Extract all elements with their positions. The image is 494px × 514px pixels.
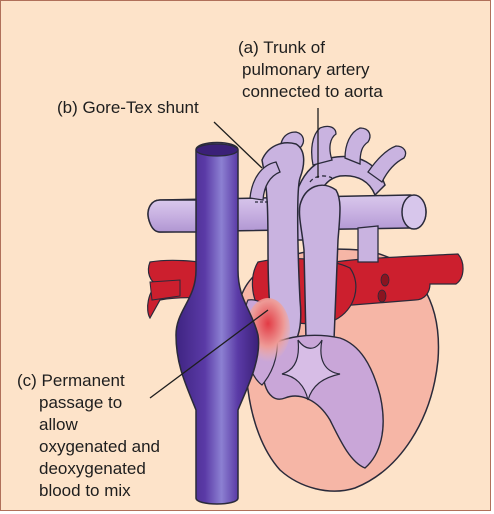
vena-cava (176, 143, 259, 505)
label-shunt-line-1: (b) Gore-Tex shunt (57, 97, 199, 119)
label-passage: (c) Permanent passage to allow oxygenate… (17, 370, 160, 502)
pulmonary-vein-left-branch (150, 280, 180, 300)
label-trunk-line-2: pulmonary artery (242, 59, 383, 81)
label-passage-line-6: blood to mix (39, 480, 160, 502)
label-passage-line-3: allow (39, 414, 160, 436)
pipe-end (402, 195, 426, 229)
vena-cava-top (196, 144, 238, 156)
label-trunk: (a) Trunk of pulmonary artery connected … (238, 37, 383, 103)
label-shunt: (b) Gore-Tex shunt (57, 97, 199, 119)
arch-branch-1 (312, 126, 336, 165)
pipe-right-drop (358, 226, 378, 262)
vein-opening-1 (381, 274, 389, 286)
label-trunk-line-3: connected to aorta (242, 81, 383, 103)
label-trunk-line-1: (a) Trunk of (238, 37, 383, 59)
label-passage-line-5: deoxygenated (39, 458, 160, 480)
label-passage-line-4: oxygenated and (39, 436, 160, 458)
arch-branch-3 (368, 146, 406, 182)
pulmonary-pipe-left (148, 200, 196, 232)
arch-branch-2 (345, 128, 370, 164)
ascending-aorta (299, 185, 340, 340)
vein-opening-2 (378, 290, 386, 302)
label-passage-line-2: passage to (39, 392, 160, 414)
label-passage-line-1: (c) Permanent (17, 370, 160, 392)
